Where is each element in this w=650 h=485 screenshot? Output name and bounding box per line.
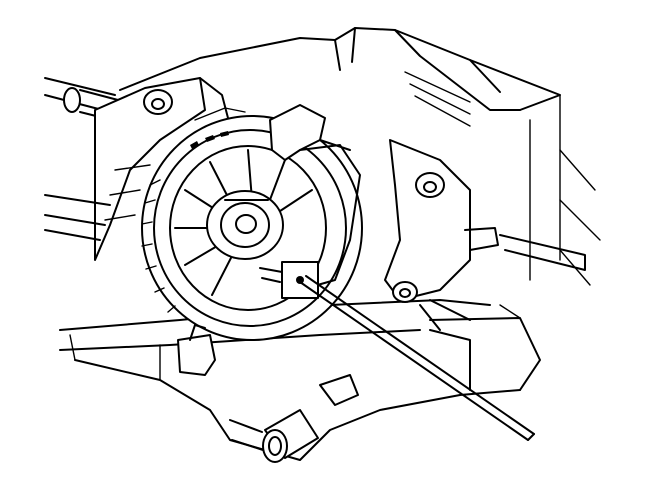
motor-hub bbox=[206, 190, 284, 260]
blower-housing bbox=[59, 139, 541, 461]
screwdriver-tool bbox=[299, 275, 535, 441]
mounting-ears bbox=[44, 77, 229, 261]
upper-duct bbox=[119, 27, 601, 286]
left-pipe bbox=[44, 77, 119, 121]
outlet-tube bbox=[229, 409, 319, 463]
lower-tabs bbox=[177, 324, 359, 406]
